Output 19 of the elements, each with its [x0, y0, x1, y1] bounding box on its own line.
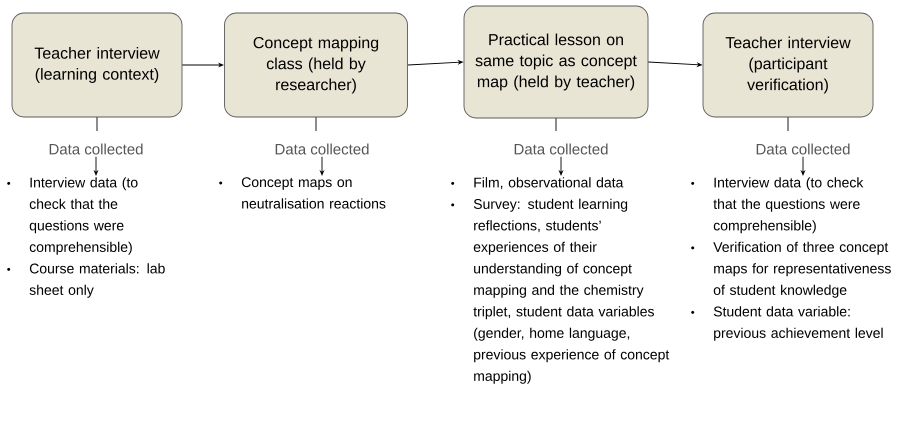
node-label: Survey: student learning reflections, students’ experiences of their understanding of concept mapping and the chemistry triplet, student data variables (gender, home language, previous experience of concept mapping) [473, 198, 670, 384]
process-box: Teacher interview (participant verification) [702, 12, 874, 118]
node-label: Verification of three concept maps for representativeness of student knowledge [713, 242, 891, 298]
stage-label: Data collected [514, 144, 608, 154]
stage-label: Data collected [756, 144, 850, 154]
bullet-list: Interview data (to check that the questions were comprehensible) Verification of three concept maps for representativeness of student knowledge Student data variable: previous achievement level [691, 177, 891, 341]
node-label: Interview data (to check that the questions were comprehensible) [713, 177, 864, 234]
node-label: Student data variable: previous achievement level [714, 306, 883, 341]
bullet-list: Concept maps on neutralisation reactions [219, 177, 386, 209]
bullet-list: Film, observational data Survey: student learning reflections, students’ experiences of their understanding of concept mapping and the chemistry triplet, student data variables (gender, home language, previous experience of concept mapping) [451, 177, 670, 384]
bullet-list: Interview data (to check that the questions were comprehensible) Course materials: lab sheet only [7, 177, 165, 298]
stage-label: Data collected [50, 144, 143, 154]
process-box: Concept mapping class (held by researcher) [224, 12, 408, 118]
process-box: Practical lesson on same topic as concept map (held by teacher) [464, 6, 648, 118]
node-label: Film, observational data [474, 177, 624, 190]
node-label: Interview data (to check that the questions were comprehensible) [30, 177, 138, 255]
process-box: Teacher interview (learning context) [12, 12, 182, 118]
node-label: Course materials: lab sheet only [30, 263, 165, 298]
stage-label: Data collected [276, 144, 369, 154]
